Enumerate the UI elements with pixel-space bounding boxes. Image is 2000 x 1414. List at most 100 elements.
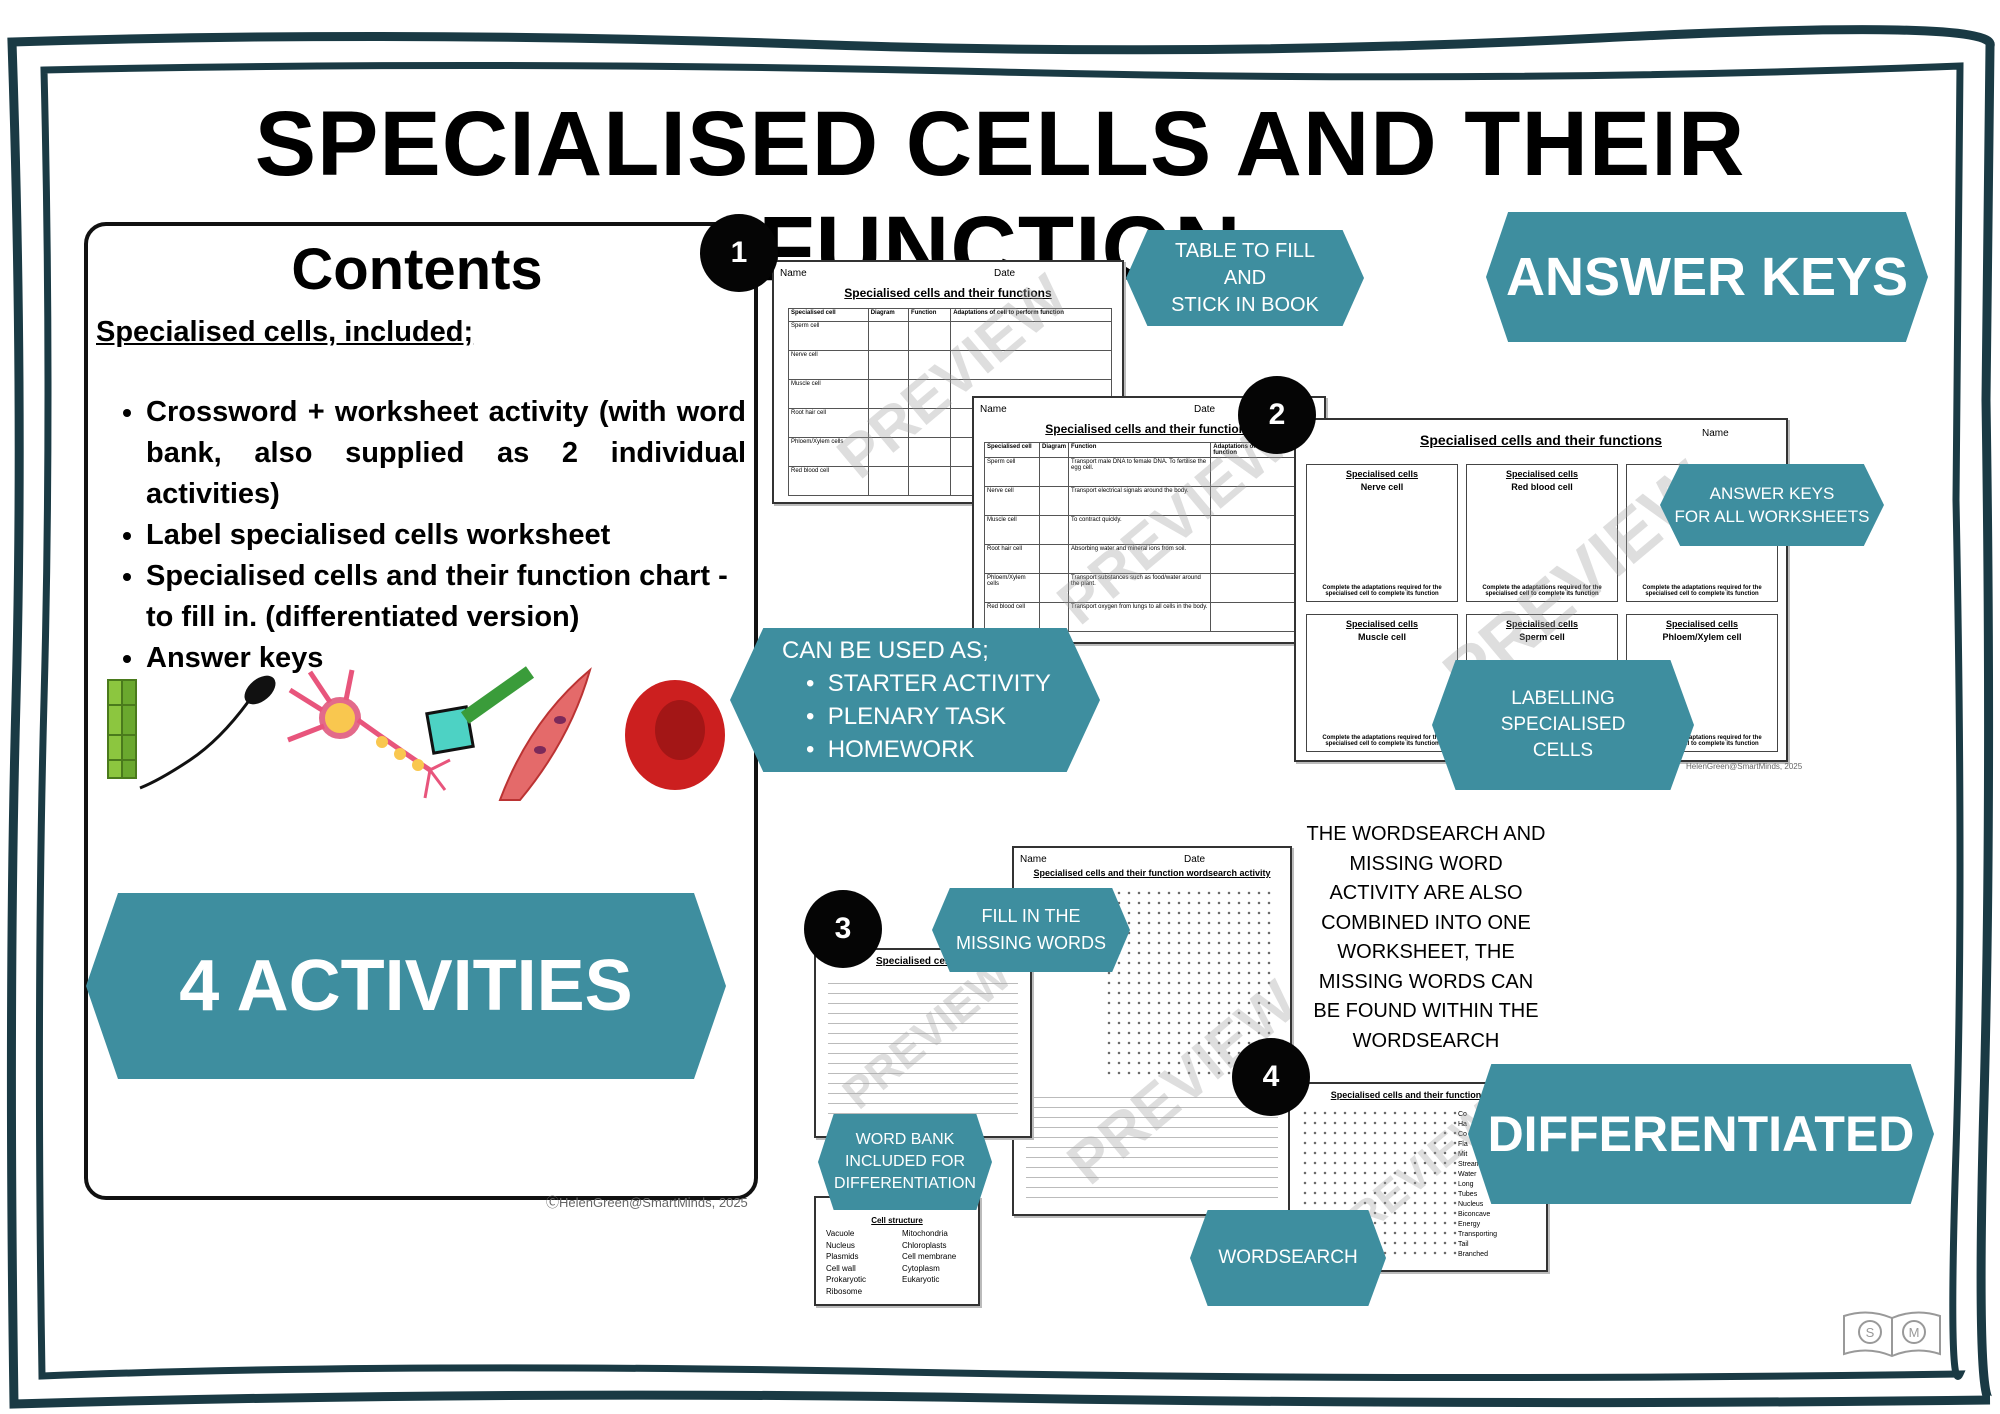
cell-card: Specialised cells Red blood cell Complet…	[1466, 464, 1618, 602]
card-name: Sperm cell	[1519, 632, 1565, 642]
word-bank-left: Vacuole Nucleus Plasmids Cell wall Proka…	[826, 1228, 866, 1297]
word: Energy	[1458, 1221, 1481, 1228]
word: Nucleus	[1458, 1201, 1484, 1208]
answer-keys-banner: ANSWER KEYS	[1486, 212, 1928, 342]
word: Ribosome	[826, 1286, 863, 1296]
word: Long	[1458, 1181, 1474, 1188]
sperm-cell-icon	[139, 675, 276, 790]
word: Plasmids	[826, 1252, 859, 1261]
function-text: Transport oxygen from lungs to all cells…	[1068, 602, 1212, 632]
note-line: MISSING WORDS CAN	[1318, 970, 1534, 993]
activities-banner: 4 ACTIVITIES	[86, 893, 726, 1079]
word-bank-sheet: Cell structure Vacuole Nucleus Plasmids …	[814, 1196, 980, 1306]
word: Chloroplasts	[902, 1240, 947, 1250]
card-title: Specialised cells	[1345, 469, 1419, 479]
word: Prokaryotic	[826, 1275, 867, 1284]
sheet-title: Specialised cells and their function wor…	[1033, 868, 1271, 878]
card-footer: Complete the adaptations required for th…	[1642, 585, 1762, 597]
note-line: BE FOUND WITHIN THE	[1313, 1000, 1539, 1022]
red-blood-cell-icon	[625, 680, 725, 790]
function-text: Absorbing water and mineral ions from so…	[1068, 544, 1212, 574]
contents-item: Answer keys	[146, 638, 746, 679]
word: Ha	[1458, 1121, 1467, 1128]
banner-line: SPECIALISED	[1500, 714, 1626, 735]
xylem-cell-icon	[107, 679, 137, 779]
card-title: Specialised cells	[1665, 619, 1739, 629]
activity-number-2: 2	[1238, 376, 1316, 454]
word: Nucleus	[826, 1240, 855, 1250]
word: Vacuole	[826, 1229, 855, 1238]
word: Branched	[1458, 1251, 1488, 1258]
activity-number-1: 1	[700, 214, 778, 292]
use-item: • PLENARY TASK	[806, 703, 1007, 730]
banner-line: CELLS	[1532, 740, 1594, 761]
card-footer: Complete the adaptations required for th…	[1322, 735, 1442, 747]
cell-card: Specialised cells Muscle cell Complete t…	[1306, 614, 1458, 752]
card-name: Nerve cell	[1360, 482, 1404, 492]
col-header: Function	[908, 308, 952, 322]
activity-number-4: 4	[1232, 1038, 1310, 1116]
use-item: • HOMEWORK	[806, 736, 975, 763]
name-label: Name	[980, 404, 1007, 415]
word: Cell wall	[826, 1263, 856, 1273]
cell-card: Specialised cells Nerve cell Complete th…	[1306, 464, 1458, 602]
table-fill-banner: TABLE TO FILL AND STICK IN BOOK	[1126, 230, 1364, 326]
word: Fla	[1458, 1141, 1468, 1148]
word: Tubes	[1458, 1191, 1478, 1198]
sheet-title: Specialised cells and their functions	[1420, 432, 1662, 448]
word: Mit	[1458, 1151, 1468, 1158]
word: Co	[1458, 1111, 1467, 1118]
activity-number-3: 3	[804, 890, 882, 968]
note-line: ACTIVITY ARE ALSO	[1329, 882, 1523, 904]
banner-line: STICK IN BOOK	[1171, 293, 1319, 316]
row-label: Muscle cell	[983, 515, 1041, 545]
function-text: Transport substances such as food/water …	[1068, 573, 1212, 603]
banner-line: TABLE TO FILL	[1174, 239, 1316, 262]
card-footer: Complete the adaptations required for th…	[1322, 585, 1442, 597]
name-label: Name	[1702, 428, 1729, 439]
banner-line: INCLUDED FOR	[844, 1153, 965, 1170]
contents-item: Specialised cells and their function cha…	[146, 556, 746, 638]
row-label: Root hair cell	[788, 408, 869, 438]
copyright: ⒸHelenGreen@SmartMinds, 2025	[546, 1195, 748, 1210]
word: Cell membrane	[902, 1252, 957, 1261]
word: Transporting	[1458, 1231, 1498, 1238]
word-bank-banner: WORD BANK INCLUDED FOR DIFFERENTIATION	[818, 1114, 992, 1210]
col-header: Diagram	[867, 308, 910, 322]
sheet-title: Specialised cells and their function wor…	[1330, 1090, 1506, 1100]
col-header: Specialised cell	[788, 308, 869, 322]
row-label: Muscle cell	[788, 379, 869, 409]
fill-missing-banner: FILL IN THE MISSING WORDS	[932, 888, 1130, 972]
card-footer: Complete the adaptations required for th…	[1642, 735, 1762, 747]
card-title: Specialised cells	[1345, 619, 1419, 629]
card-title: Specialised cells	[1505, 469, 1579, 479]
date-label: Date	[1194, 404, 1216, 415]
row-label: Red blood cell	[983, 602, 1041, 632]
word: Water	[1458, 1171, 1477, 1178]
wordsearch-banner: WORDSEARCH	[1190, 1210, 1386, 1306]
can-be-used-banner: CAN BE USED AS; • STARTER ACTIVITY • PLE…	[730, 628, 1100, 772]
svg-text:M: M	[1909, 1325, 1920, 1340]
sheet-title: Specialised cells and their functions	[844, 286, 1052, 300]
name-label: Name	[780, 268, 807, 279]
sheet-copyright: HelenGreen@SmartMinds, 2025	[1686, 762, 1803, 771]
page-title: SPECIALISED CELLS AND THEIR FUNCTION	[254, 93, 1746, 300]
banner-line: WORD BANK	[855, 1131, 955, 1148]
banner-line: FOR ALL WORKSHEETS	[1674, 507, 1870, 526]
card-footer: Complete the adaptations required for th…	[1482, 585, 1602, 597]
row-label: Sperm cell	[788, 321, 869, 351]
banner-line: DIFFERENTIATION	[834, 1175, 976, 1192]
contents-heading: Contents	[291, 237, 543, 302]
function-text: Transport electrical signals around the …	[1068, 486, 1212, 516]
banner-line: ANSWER KEYS	[1709, 484, 1835, 503]
row-label: Nerve cell	[788, 350, 869, 380]
card-name: Muscle cell	[1357, 632, 1407, 642]
word: Streamlined	[1458, 1161, 1496, 1168]
smartminds-logo-icon: S M	[1843, 1311, 1941, 1358]
name-label: Name	[1020, 854, 1047, 865]
banner-line: AND	[1223, 266, 1267, 289]
nerve-cell-icon	[287, 669, 451, 799]
root-hair-cell-icon	[425, 666, 535, 755]
differentiated-banner: DIFFERENTIATED	[1468, 1064, 1934, 1204]
